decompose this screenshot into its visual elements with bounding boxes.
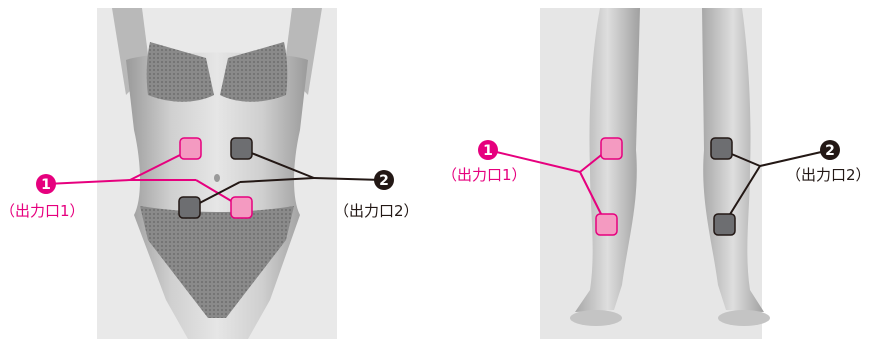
legs-output2-label: （出力口2） <box>786 166 871 184</box>
torso-output1-number: 1 <box>41 177 51 193</box>
legs-photo <box>540 8 770 339</box>
legs-output2-badge: 2 <box>820 140 840 160</box>
torso-output2-number: 2 <box>379 173 389 189</box>
torso-pad-output1-upper <box>180 138 201 159</box>
torso-pad-output2-lower <box>179 197 200 218</box>
torso-pad-output1-lower <box>231 197 252 218</box>
legs-output1-badge: 1 <box>478 140 498 160</box>
torso-pad-output2-upper <box>231 138 252 159</box>
leg-pad-output1-upper <box>601 138 622 159</box>
legs-output1-label: （出力口1） <box>442 166 527 184</box>
torso-output2-label: （出力口2） <box>334 202 419 220</box>
legs-output1-number: 1 <box>483 143 493 159</box>
torso-output1-label: （出力口1） <box>0 202 85 220</box>
legs-output2-number: 2 <box>825 143 835 159</box>
leg-pad-output1-lower <box>596 214 617 235</box>
torso-output1-badge: 1 <box>36 174 56 194</box>
right-foot <box>718 310 770 326</box>
leg-pad-output2-lower <box>714 214 735 235</box>
navel <box>214 174 220 182</box>
leg-pad-output2-upper <box>711 138 732 159</box>
torso-output2-badge: 2 <box>374 170 394 190</box>
left-foot <box>570 310 622 326</box>
